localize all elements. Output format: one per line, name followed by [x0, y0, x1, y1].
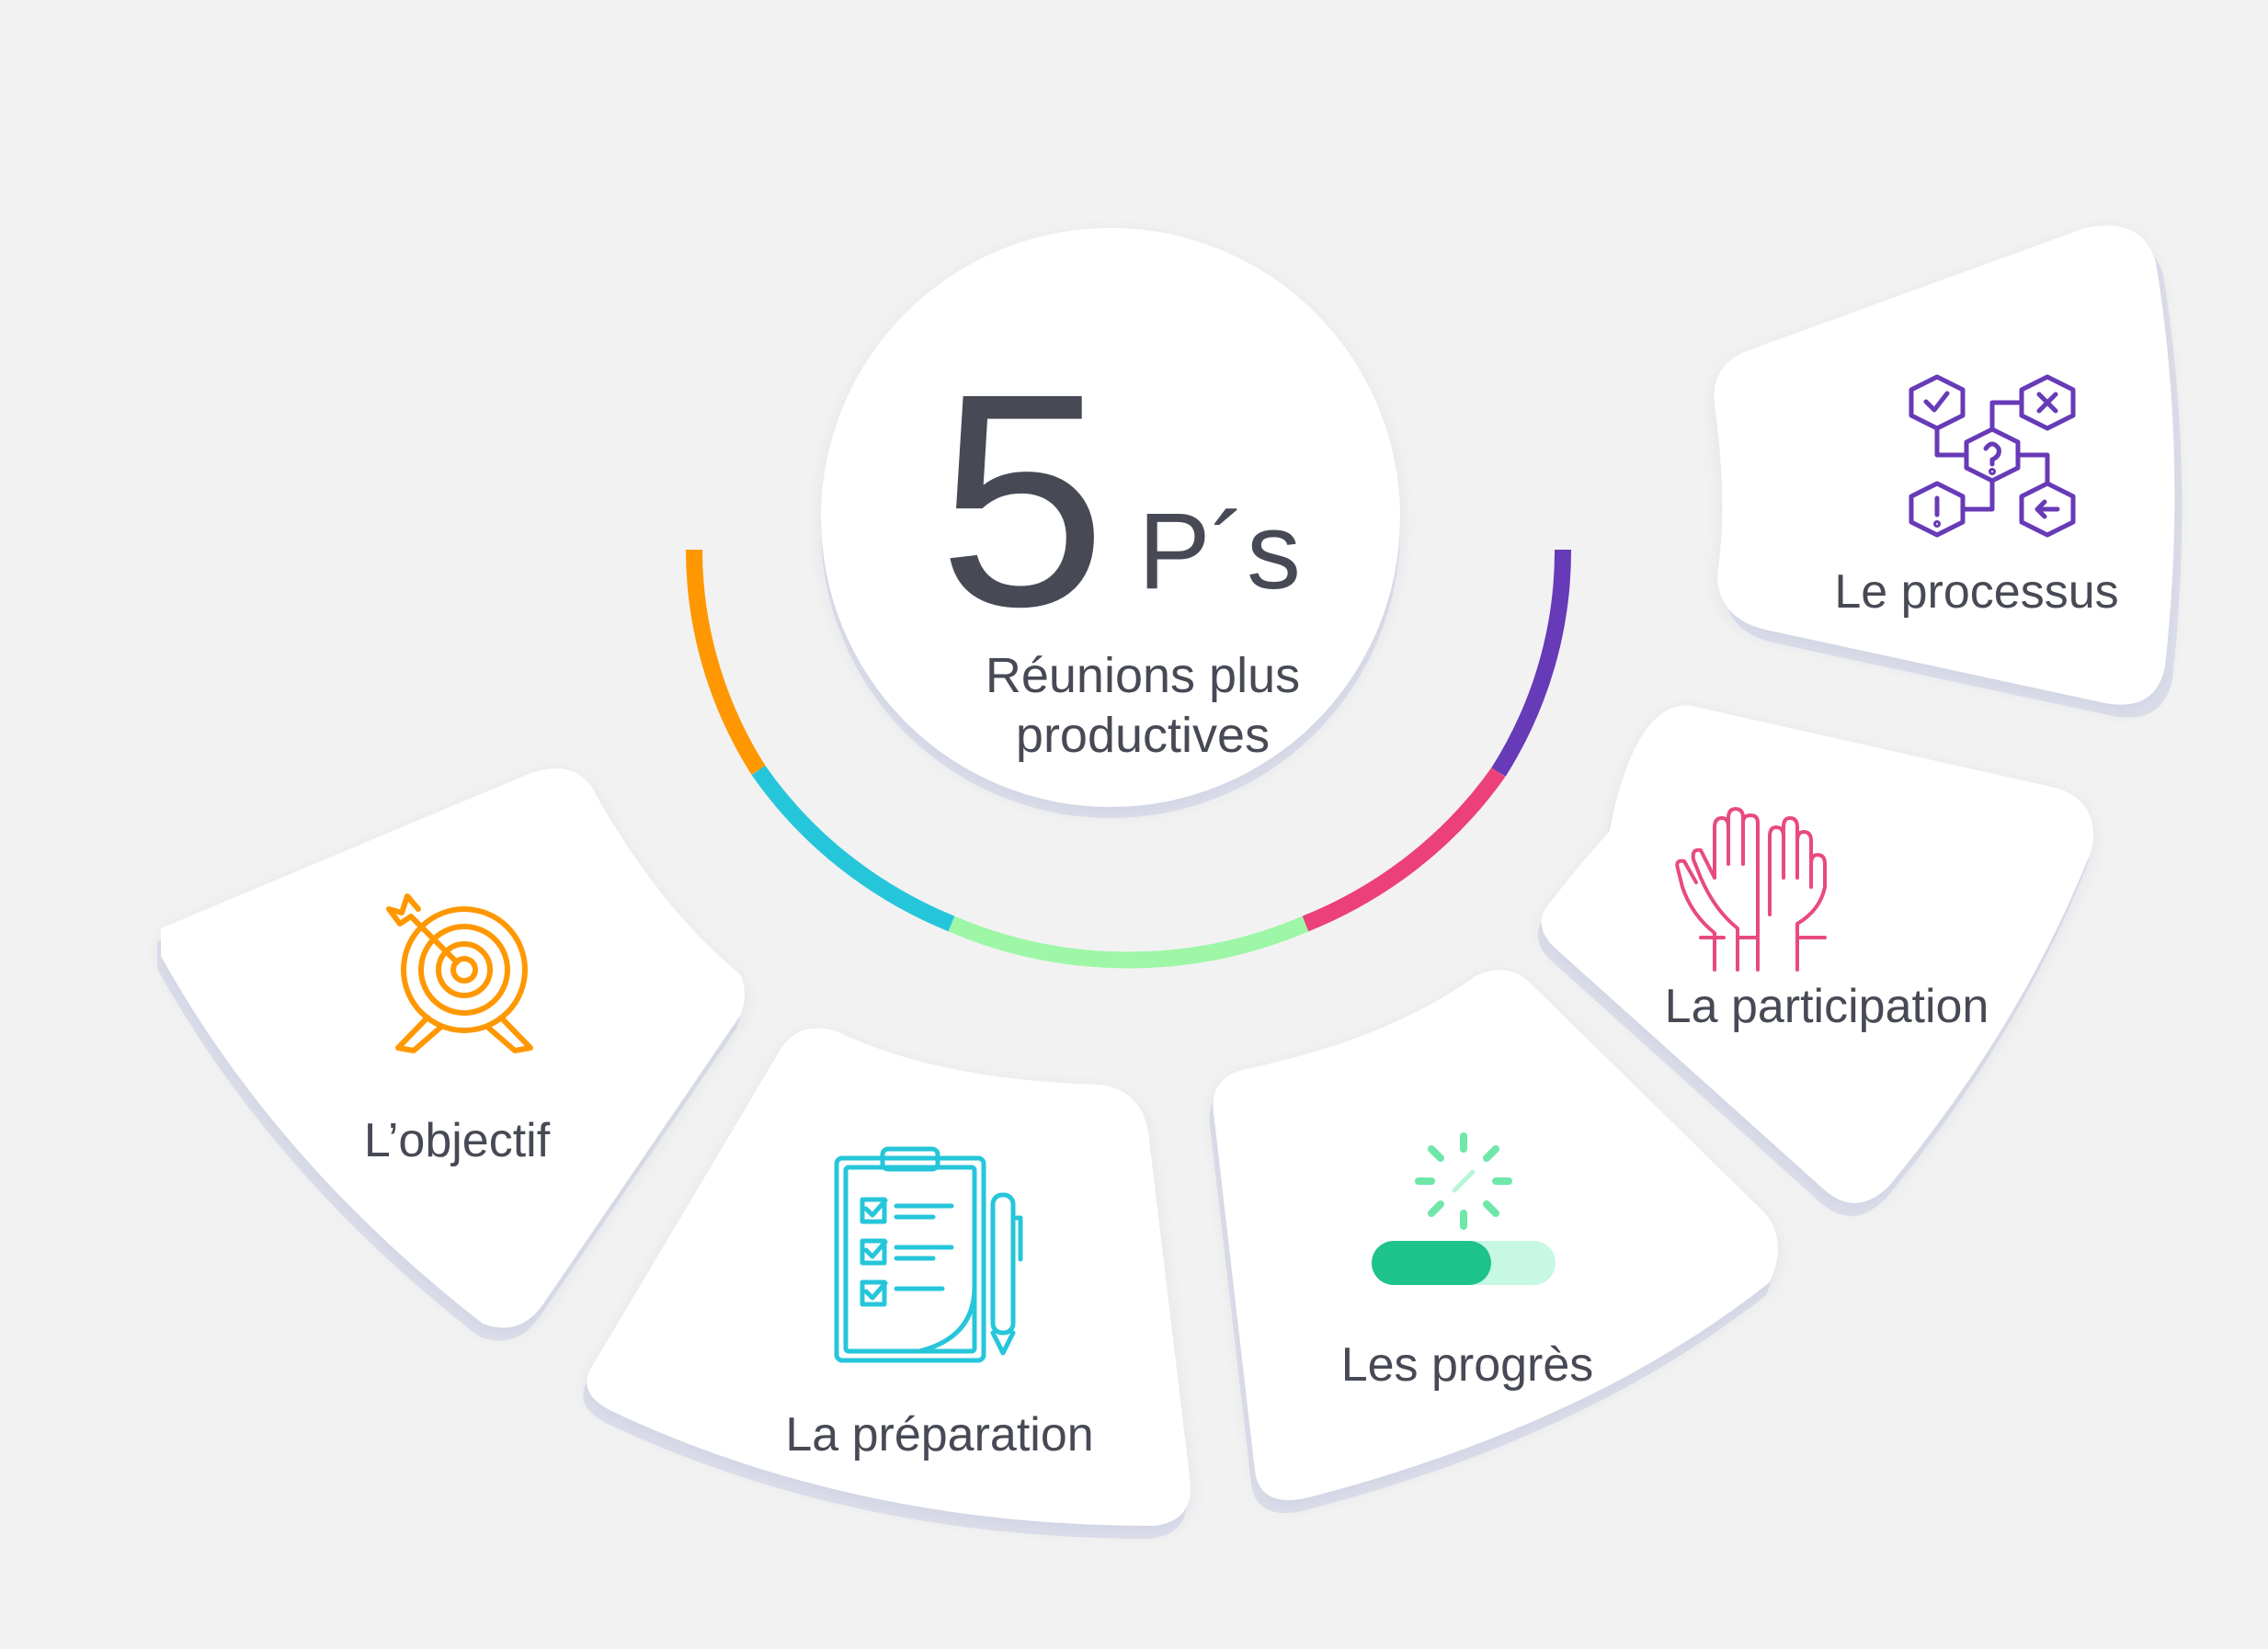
subtitle-line-2: productives: [1016, 708, 1270, 763]
arc-segment-participation: [1302, 767, 1506, 932]
progress-bar-icon: [1372, 1132, 1556, 1285]
arc-segment-processus: [1491, 549, 1572, 777]
big-number: 5: [938, 330, 1107, 669]
card-label: L’objectif: [364, 1114, 551, 1167]
card-label: Le processus: [1834, 565, 2118, 619]
card-objectif: L’objectif: [157, 768, 745, 1341]
arc-segment-progres: [948, 915, 1309, 969]
card-participation: La participation: [1537, 705, 2093, 1216]
target-icon: [386, 893, 533, 1053]
card-label: La participation: [1665, 980, 1989, 1033]
card-label: La préparation: [785, 1408, 1093, 1461]
card-processus: Le processus: [1714, 225, 2183, 718]
ps-label: P´s: [1138, 491, 1301, 612]
arc-segment-preparation: [751, 765, 955, 932]
process-hexagons-icon: [1909, 374, 2076, 538]
checklist-icon: [834, 1146, 1023, 1363]
progress-arc: [686, 549, 1572, 969]
subtitle-line-1: Réunions plus: [986, 648, 1300, 703]
card-label: Les progrès: [1341, 1338, 1594, 1392]
center-badge: 5 P´s Réunions plus productives: [821, 228, 1400, 818]
card-preparation: La préparation: [583, 1028, 1191, 1539]
card-progres: Les progrès: [1209, 970, 1778, 1513]
arc-segment-objectif: [686, 549, 766, 775]
raised-hands-icon: [1675, 807, 1827, 972]
